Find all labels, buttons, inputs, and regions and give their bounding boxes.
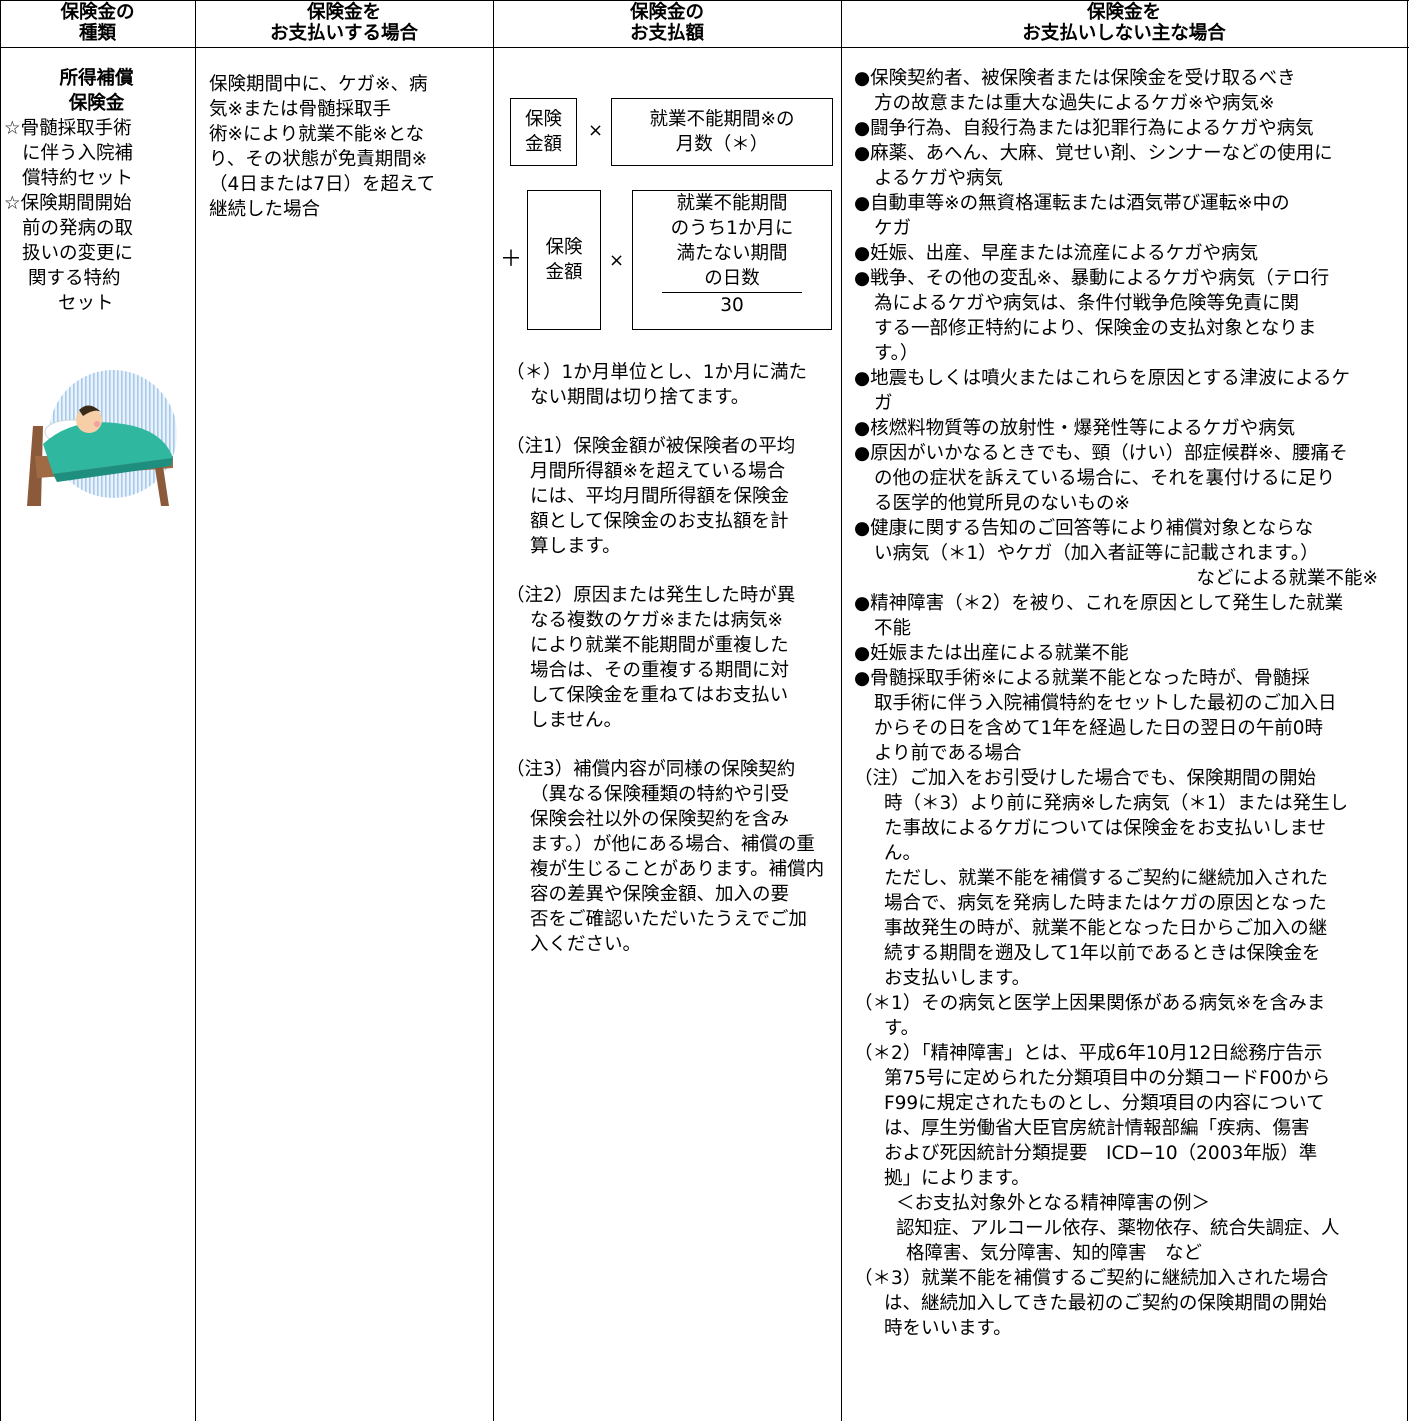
- hair-icon: [79, 405, 101, 416]
- insurance-type-title-2: 保険金: [68, 93, 125, 114]
- table-border-right: [1407, 0, 1408, 1421]
- exclusions-suffix: などによる就業不能※: [1196, 568, 1378, 589]
- formula-plus-sign: ＋: [500, 247, 523, 272]
- exclusion-note: （注）ご加入をお引受けした場合でも、保険期間の開始 時（＊3）より前に発病※した…: [854, 768, 1349, 989]
- header-insurance-type: 保険金の種類: [60, 2, 135, 44]
- table-border-left: [0, 0, 1, 1421]
- exclusion-item: ●妊娠または出産による就業不能: [854, 643, 1129, 664]
- sleeping-in-bed-illustration: [27, 370, 177, 506]
- payment-conditions-cell: 保険期間中に、ケガ※、病 気※または骨髄採取手 術※により就業不能※とな り、そ…: [209, 74, 436, 220]
- non-payment-cases-cell: ●保険契約者、被保険者または保険金を受け取るべき方の故意または重大な過失によるケ…: [854, 66, 1408, 1341]
- column-divider-2: [493, 0, 494, 1421]
- bed-leg-icon: [155, 466, 169, 506]
- column-divider-1: [195, 0, 196, 1421]
- footnote-star-1: （＊1）その病気と医学上因果関係がある病気※を含みま す。: [854, 993, 1326, 1039]
- header-payment-amount: 保険金のお支払額: [629, 2, 704, 44]
- exclusion-item: ●闘争行為、自殺行為または犯罪行為によるケガや病気: [854, 118, 1314, 139]
- exclusion-item: ●自動車等※の無資格運転または酒気帯び運転※中のケガ: [854, 193, 1290, 239]
- exclusion-item: ●保険契約者、被保険者または保険金を受け取るべき方の故意または重大な過失によるケ…: [854, 68, 1296, 114]
- exclusion-item: ●健康に関する告知のご回答等により補償対象とならない病気（＊1）やケガ（加入者証…: [854, 518, 1319, 564]
- header-non-payment-cases: 保険金をお支払いしない主な場合: [1022, 2, 1226, 44]
- exclusion-item: ●麻薬、あへん、大麻、覚せい剤、シンナーなどの使用によるケガや病気: [854, 143, 1333, 189]
- note-1: （注1）保険金額が被保険者の平均 月間所得額※を超えている場合 には、平均月間所…: [506, 436, 796, 557]
- formula-disability-months-box: 就業不能期間※の月数（＊）: [611, 98, 833, 166]
- formula-fraction-box: 就業不能期間 のうち1か月に 満たない期間 の日数 30: [632, 190, 832, 330]
- fraction-denominator: 30: [720, 295, 744, 316]
- formula-times-sign: ×: [588, 120, 604, 141]
- note-3: （注3）補償内容が同様の保険契約 （異なる保険種類の特約や引受 保険会社以外の保…: [506, 759, 825, 955]
- footnote-star-2: （＊2）「精神障害」とは、平成6年10月12日総務庁告示 第75号に定められた分…: [854, 1043, 1340, 1264]
- exclusion-item: ●原因がいかなるときでも、頸（けい）部症候群※、腰痛その他の症状を訴えている場合…: [854, 443, 1348, 514]
- fraction-line: [662, 292, 802, 293]
- header-payment-conditions: 保険金をお支払いする場合: [269, 2, 418, 44]
- insurance-type-title: 所得補償: [59, 68, 134, 89]
- exclusion-item: ●骨髄採取手術※による就業不能となった時が、骨髄採取手術に伴う入院補償特約をセッ…: [854, 668, 1337, 764]
- exclusion-item: ●地震もしくは噴火またはこれらを原因とする津波によるケガ: [854, 368, 1351, 414]
- blanket-icon: [43, 422, 173, 474]
- insurance-type-cell: 所得補償 保険金 ☆骨髄採取手術 に伴う入院補 償特約セット ☆保険期間開始 前…: [0, 66, 193, 316]
- formula-insured-amount-box: 保険金額: [510, 98, 577, 166]
- header-divider: [0, 47, 1409, 48]
- table-border-top: [0, 0, 1409, 1]
- formula-times-sign-2: ×: [609, 250, 625, 271]
- exclusion-item: ●核燃料物質等の放射性・爆発性等によるケガや病気: [854, 418, 1296, 439]
- fraction-numerator: 就業不能期間 のうち1か月に 満たない期間 の日数: [670, 193, 794, 289]
- note-2: （注2）原因または発生した時が異 なる複数のケガ※または病気※ により就業不能期…: [506, 585, 796, 731]
- column-divider-3: [841, 0, 842, 1421]
- footnote-star-3: （＊3）就業不能を補償するご契約に継続加入された場合 は、継続加入してきた最初の…: [854, 1268, 1329, 1339]
- bed-headboard-icon: [27, 426, 43, 506]
- note-asterisk: （＊）1か月単位とし、1か月に満た ない期間は切り捨てます。: [506, 362, 808, 408]
- payment-amount-notes: （＊）1か月単位とし、1か月に満た ない期間は切り捨てます。 （注1）保険金額が…: [506, 360, 840, 981]
- exclusion-item: ●戦争、その他の変乱※、暴動によるケガや病気（テロ行為によるケガや病気は、条件付…: [854, 268, 1330, 364]
- exclusion-item: ●精神障害（＊2）を被り、これを原因として発生した就業不能: [854, 593, 1344, 639]
- formula-insured-amount-box-2: 保険金額: [527, 190, 601, 330]
- exclusion-item: ●妊娠、出産、早産または流産によるケガや病気: [854, 243, 1259, 264]
